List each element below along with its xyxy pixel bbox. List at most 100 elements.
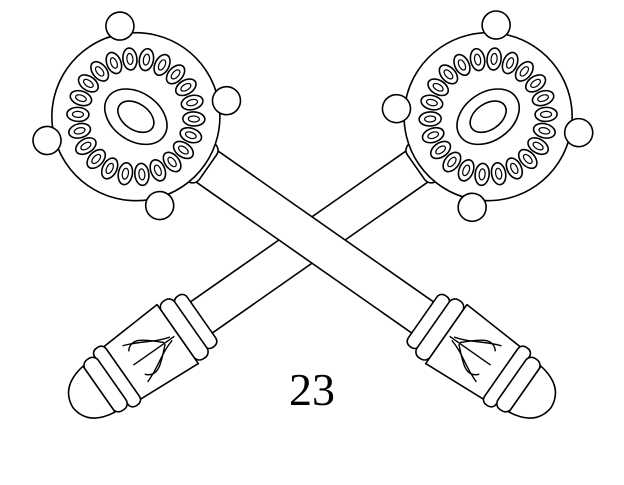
head-bead-inner [105, 162, 115, 175]
head-knob [377, 89, 416, 128]
head-bead-inner [479, 169, 486, 181]
head-bead-inner [170, 68, 182, 80]
head-center-inner [464, 95, 512, 139]
head-bead-inner [509, 162, 519, 175]
head-bead [103, 50, 124, 76]
head-bead-inner [186, 98, 198, 106]
head-bead-inner [94, 65, 106, 77]
head-bead [67, 121, 92, 140]
head-bead [178, 125, 203, 145]
head-bead [455, 158, 476, 184]
head-bead [451, 52, 473, 78]
head-bead-inner [432, 82, 445, 93]
head-bead [530, 88, 555, 108]
head-center [447, 78, 530, 156]
head-bead [474, 163, 490, 186]
head-knob [559, 113, 598, 152]
head-bead [419, 93, 444, 112]
head-bead-inner [457, 59, 467, 72]
head-bead-inner [529, 78, 541, 89]
head-bead-inner [153, 164, 163, 176]
head-bead [436, 62, 461, 88]
head-bead-inner [185, 131, 197, 140]
head-bead-inner [109, 57, 119, 69]
head-bead-inner [72, 111, 83, 117]
head-bead [73, 134, 99, 157]
head-bead [122, 47, 138, 70]
head-knob [207, 81, 246, 120]
head-bead [87, 58, 112, 84]
head-bead [490, 162, 508, 186]
head-bead-inner [126, 53, 133, 65]
head-bead [535, 107, 558, 122]
mace-left [19, 0, 600, 477]
head-bead [499, 50, 520, 76]
head-bead [170, 138, 196, 162]
head-bead-inner [537, 94, 549, 103]
head-bead [84, 146, 109, 172]
head-bead [75, 71, 101, 95]
head-bead [486, 47, 502, 70]
head-knob [100, 7, 139, 46]
head-bead-inner [426, 98, 438, 106]
head-bead [68, 88, 93, 108]
head-bead [515, 146, 540, 172]
head-bead [183, 112, 206, 127]
head-bead-inner [177, 144, 189, 155]
head-bead-inner [425, 116, 436, 122]
head-bead-inner [491, 53, 498, 65]
head-bead-inner [180, 82, 193, 93]
pommel-cap [57, 366, 115, 430]
head-bead-inner [522, 153, 534, 165]
head-bead-inner [157, 59, 167, 72]
head-bead [428, 138, 454, 162]
head-bead-inner [540, 111, 551, 117]
head-bead-inner [538, 127, 550, 135]
head-bead [440, 149, 465, 175]
head-bead-inner [519, 65, 531, 77]
head-bead-inner [461, 164, 471, 176]
head-bead-inner [138, 169, 145, 181]
head-bead-inner [121, 168, 129, 180]
head-knob [28, 121, 67, 160]
head-bead [116, 162, 134, 186]
head-bead-inner [142, 54, 150, 66]
head-knob [477, 6, 516, 45]
head-bead [147, 158, 168, 184]
head-bead-inner [427, 131, 439, 140]
grip-ornament [121, 318, 187, 383]
head-bead-inner [474, 54, 482, 66]
head-bead [151, 52, 173, 78]
head-bead-inner [74, 127, 86, 135]
head-bead [134, 163, 150, 186]
head-bead [173, 76, 199, 99]
head-bead-inner [434, 144, 446, 155]
head-bead [419, 112, 442, 127]
head-bead [163, 62, 188, 88]
head-bead-inner [90, 153, 102, 165]
head-bead-inner [495, 168, 503, 180]
head-bead [523, 71, 549, 95]
head-bead-inner [442, 68, 454, 80]
head-bead [160, 149, 185, 175]
head-bead [99, 155, 121, 181]
grip-ornament [437, 318, 503, 383]
page-number: 23 [289, 364, 335, 415]
bead-ring [40, 20, 233, 213]
head-center-inner [112, 95, 160, 139]
head-knob [453, 188, 492, 227]
head-bead-inner [82, 78, 94, 89]
head-bead-inner [188, 116, 199, 122]
head-bead-inner [532, 141, 545, 152]
head-bead-inner [75, 94, 87, 103]
head-bead-inner [166, 156, 178, 168]
pommel-cap [509, 366, 567, 430]
head-bead [180, 93, 205, 112]
head-bead [525, 134, 551, 157]
bead-ring [392, 20, 585, 213]
head-bead [503, 155, 525, 181]
head-bead-inner [505, 57, 515, 69]
head-knob [140, 186, 179, 225]
